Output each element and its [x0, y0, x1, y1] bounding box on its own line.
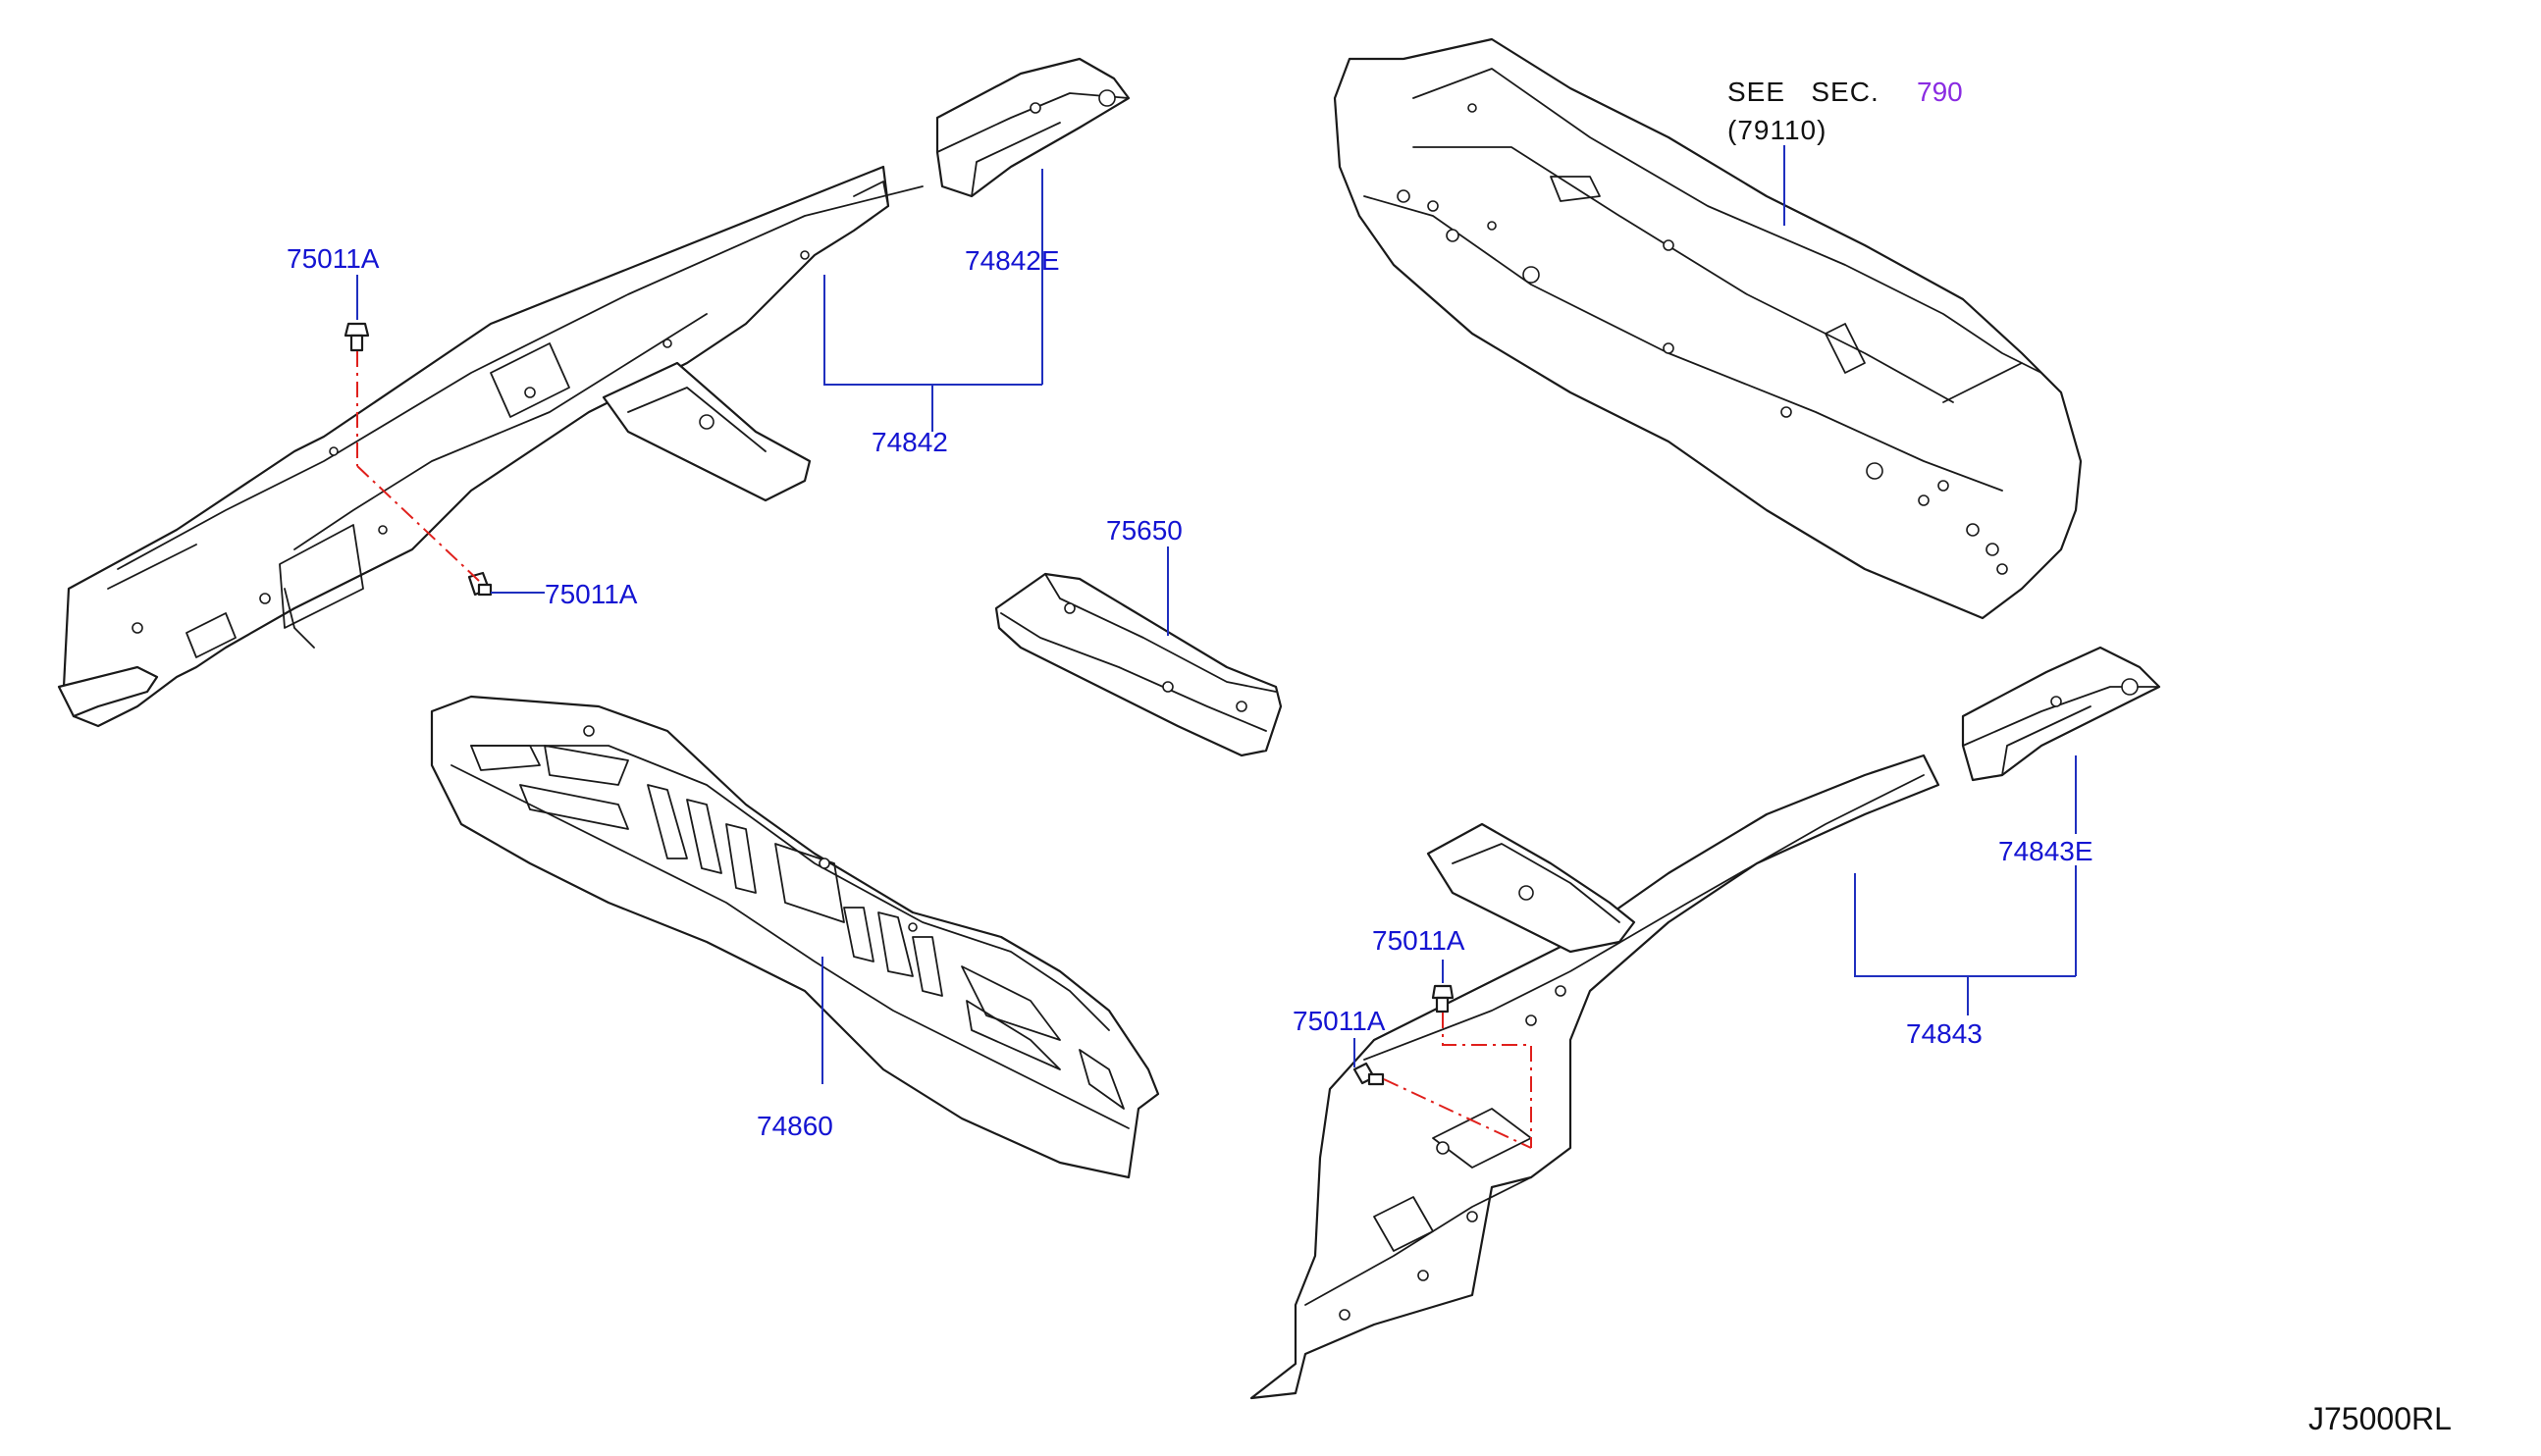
bolt-icon — [1431, 984, 1455, 1014]
rail-inner-bracket-left — [602, 361, 812, 502]
bolt-icon — [344, 322, 370, 352]
rear-side-member-extension-right — [1961, 646, 2161, 782]
rail-inner-bracket-right — [1426, 822, 1636, 954]
bolt-icon — [1352, 1062, 1385, 1086]
leader-line — [823, 275, 1042, 386]
rear-floor-center — [430, 695, 1160, 1179]
callout-rail-right-extension[interactable]: 74843E — [1998, 836, 2093, 866]
callout-crossmember[interactable]: 75650 — [1106, 515, 1183, 546]
callout-bolt-top-left[interactable]: 75011A — [287, 243, 380, 274]
callout-rail-left-extension[interactable]: 74842E — [965, 245, 1060, 276]
callout-rail-right[interactable]: 74843 — [1906, 1018, 1983, 1049]
bolt-centerline — [1383, 1078, 1532, 1149]
diagram-code: J75000RL — [2308, 1401, 2452, 1436]
callout-bolt-right-upper[interactable]: 75011A — [1372, 925, 1465, 956]
callout-bolt-mid-left[interactable]: 75011A — [545, 579, 638, 609]
callout-rail-left[interactable]: 74842 — [872, 427, 948, 457]
rear-side-member-extension-left — [935, 57, 1131, 198]
bolt-centerline — [1442, 1013, 1532, 1148]
callout-bolt-right-lower[interactable]: 75011A — [1293, 1006, 1386, 1036]
rear-panel-assembly — [1333, 37, 2083, 620]
bolt-centerline — [356, 465, 480, 582]
see-section-part: (79110) — [1727, 115, 1826, 145]
see-section-link[interactable]: 790 — [1917, 77, 1963, 107]
crossmember — [994, 572, 1283, 757]
rear-side-member-right — [1249, 754, 1940, 1400]
callout-floor-center[interactable]: 74860 — [757, 1111, 833, 1141]
rear-side-member-left — [57, 165, 924, 728]
leader-line — [1854, 873, 2076, 977]
see-section-label: SEE SEC. — [1727, 77, 1879, 107]
bolt-icon — [467, 571, 493, 597]
